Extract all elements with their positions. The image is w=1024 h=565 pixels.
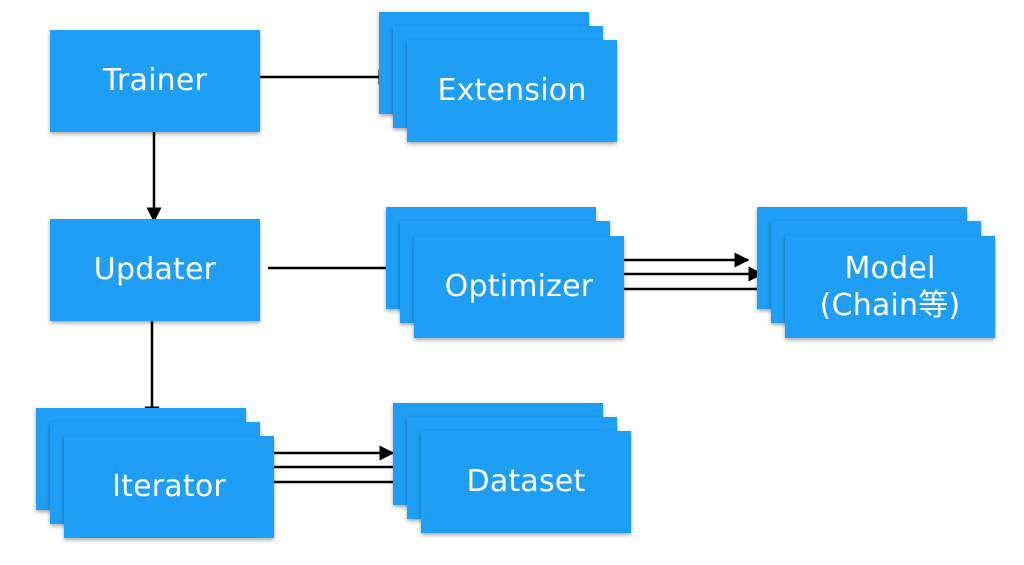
optimizer-box: Optimizer — [414, 236, 624, 338]
dataset-box: Dataset — [421, 431, 631, 533]
updater-label: Updater — [93, 252, 217, 288]
model-box: Model (Chain等) — [785, 236, 995, 338]
extension-label: Extension — [437, 73, 587, 109]
dataset-label: Dataset — [466, 464, 586, 500]
iterator-box: Iterator — [64, 436, 274, 538]
model-label-line2: (Chain等) — [819, 288, 961, 323]
iterator-label: Iterator — [112, 469, 226, 505]
optimizer-label: Optimizer — [444, 269, 594, 305]
updater-box: Updater — [50, 219, 260, 321]
model-label-line1: Model — [844, 250, 936, 286]
trainer-box: Trainer — [50, 30, 260, 132]
trainer-label: Trainer — [102, 63, 208, 99]
extension-box: Extension — [407, 40, 617, 142]
